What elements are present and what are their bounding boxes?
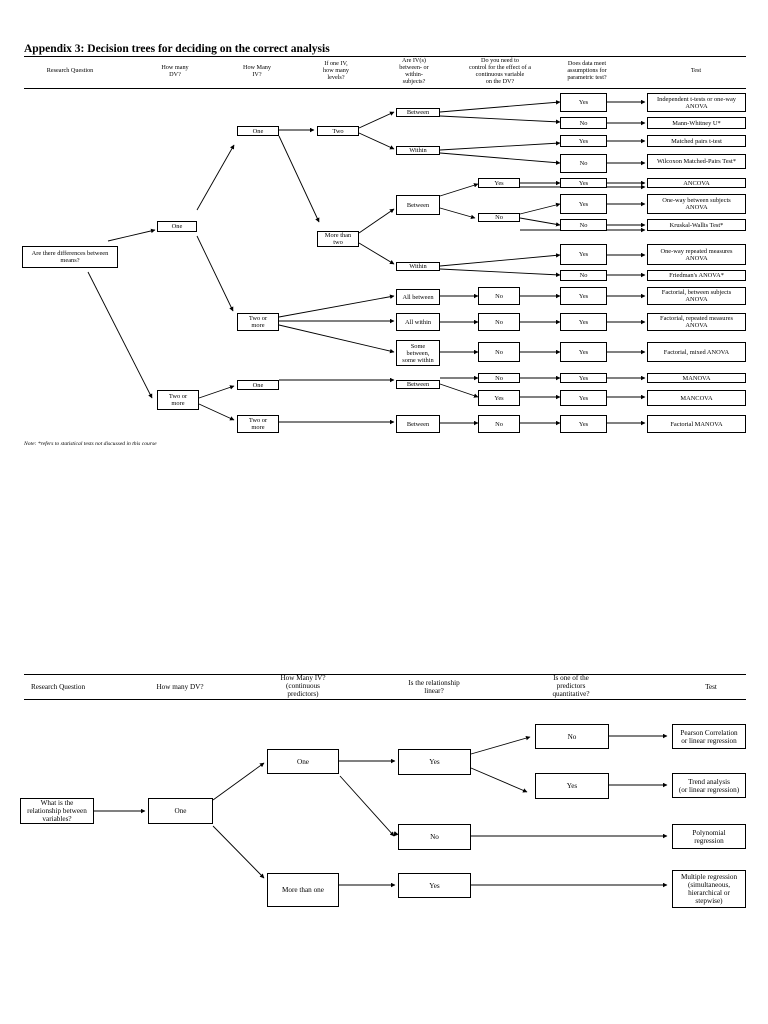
tree2-top-rule [24, 674, 746, 675]
t1-assump-yes-m1: Yes [560, 373, 607, 383]
t2-quantitative-no: No [535, 724, 609, 749]
t1-control-yes: Yes [478, 178, 520, 188]
t1-iv-two-or-more: Two or more [237, 313, 279, 331]
t2-iv-one: One [267, 749, 339, 774]
t1-test-factorial-repeated: Factorial, repeated measures ANOVA [647, 313, 746, 331]
t1-assump-yes-2: Yes [560, 135, 607, 147]
t1-test-factorial-mixed: Factorial, mixed ANOVA [647, 342, 746, 362]
tree1-top-rule [24, 56, 746, 57]
t1-assump-yes-1: Yes [560, 93, 607, 112]
t1-mv-iv-two-or-more: Two or more [237, 415, 279, 433]
t1-between-2: Between [396, 195, 440, 215]
t1-control-no-factorial-2: No [478, 313, 520, 331]
t1-mv-iv-one: One [237, 380, 279, 390]
tree1-header-rule [24, 88, 746, 89]
t1-header-levels: If one IV, how many levels? [323, 60, 349, 81]
footnote: Note: *refers to statistical tests not d… [24, 441, 157, 447]
t1-between-1: Between [396, 108, 440, 117]
t2-header-linear: Is the relationship linear? [408, 679, 460, 695]
t2-test-multiple-regression: Multiple regression (simultaneous, hiera… [672, 870, 746, 908]
t1-within-1: Within [396, 146, 440, 155]
t2-test-trend-analysis: Trend analysis (or linear regression) [672, 773, 746, 798]
t1-dv-one: One [157, 221, 197, 232]
t1-test-mancova: MANCOVA [647, 390, 746, 406]
t2-iv-more-than-one: More than one [267, 873, 339, 907]
t1-header-between-within: Are IV(s) between- or within- subjects? [399, 57, 429, 85]
t2-header-quantitative: Is one of the predictors quantitative? [552, 674, 590, 698]
t1-all-within: All within [396, 313, 440, 331]
t2-header-how-many-iv: How Many IV? (continuous predictors) [280, 674, 326, 698]
t1-test-matched-pairs: Matched pairs t-test [647, 135, 746, 147]
t1-within-2: Within [396, 262, 440, 271]
t1-test-wilcoxon: Wilcoxon Matched-Pairs Test* [647, 154, 746, 169]
t1-assump-yes-m2: Yes [560, 390, 607, 406]
t2-test-pearson: Pearson Correlation or linear regression [672, 724, 746, 749]
t1-iv-one: One [237, 126, 279, 136]
t2-root-relationship: What is the relationship between variabl… [20, 798, 94, 824]
t2-dv-one: One [148, 798, 213, 824]
t1-test-friedman: Friedman's ANOVA* [647, 270, 746, 281]
t1-dv-two-or-more: Two or more [157, 390, 199, 410]
t1-control-no-factorial-1: No [478, 287, 520, 305]
t1-assump-no-5: No [560, 270, 607, 281]
t1-test-oneway-between: One-way between subjects ANOVA [647, 194, 746, 214]
t1-test-mann-whitney: Mann-Whitney U* [647, 117, 746, 129]
t1-test-factorial-between: Factorial, between subjects ANOVA [647, 287, 746, 305]
t1-assump-yes-f2: Yes [560, 313, 607, 331]
t2-quantitative-yes: Yes [535, 773, 609, 799]
t1-all-between: All between [396, 289, 440, 305]
t1-test-kruskal-wallis: Kruskal-Wallis Test* [647, 219, 746, 231]
t1-header-assumptions: Does data meet assumptions for parametri… [567, 60, 607, 81]
page-title: Appendix 3: Decision trees for deciding … [24, 43, 330, 55]
t1-header-research-question: Research Question [46, 67, 94, 74]
t2-header-research-question: Research Question [30, 683, 86, 691]
t1-levels-two: Two [317, 126, 359, 136]
tree2-header-rule [24, 699, 746, 700]
t1-assump-no-2: No [560, 154, 607, 173]
t1-levels-more-than-two: More than two [317, 231, 359, 247]
t2-linear-no: No [398, 824, 471, 850]
t1-assump-yes-5: Yes [560, 244, 607, 265]
t1-test-factorial-manova: Factorial MANOVA [647, 415, 746, 433]
t1-root-differences-between-means: Are there differences between means? [22, 246, 118, 268]
t2-header-how-many-dv: How many DV? [156, 683, 204, 691]
t1-control-no-mv-1: No [478, 373, 520, 383]
t1-assump-yes-4: Yes [560, 194, 607, 214]
t1-header-how-many-dv: How many DV? [161, 64, 189, 78]
t1-header-test: Test [690, 67, 702, 74]
t1-test-independent-t-tests: Independent t-tests or one-way ANOVA [647, 93, 746, 112]
t2-linear-yes: Yes [398, 749, 471, 775]
t1-assump-no-1: No [560, 117, 607, 129]
t2-linear-yes-2: Yes [398, 873, 471, 898]
t1-header-control: Do you need to control for the effect of… [469, 57, 531, 85]
t2-header-test: Test [705, 683, 717, 691]
t1-control-no-factorial-3: No [478, 342, 520, 362]
t2-test-polynomial: Polynomial regression [672, 824, 746, 849]
t1-header-how-many-iv: How Many IV? [242, 64, 271, 78]
t1-assump-no-4: No [560, 219, 607, 231]
t1-assump-yes-f1: Yes [560, 287, 607, 305]
t1-control-no-mv-2: No [478, 415, 520, 433]
t1-between-mv-2: Between [396, 415, 440, 433]
t1-test-ancova: ANCOVA [647, 178, 746, 188]
t1-control-yes-mv: Yes [478, 390, 520, 406]
t1-assump-yes-3: Yes [560, 178, 607, 188]
t1-some-between-some-within: Some between, some within [396, 340, 440, 366]
t1-between-mv-1: Between [396, 380, 440, 389]
t1-test-oneway-repeated: One-way repeated measures ANOVA [647, 244, 746, 265]
t1-test-manova: MANOVA [647, 373, 746, 383]
t1-assump-yes-f3: Yes [560, 342, 607, 362]
t1-assump-yes-m3: Yes [560, 415, 607, 433]
t1-control-no: No [478, 213, 520, 222]
